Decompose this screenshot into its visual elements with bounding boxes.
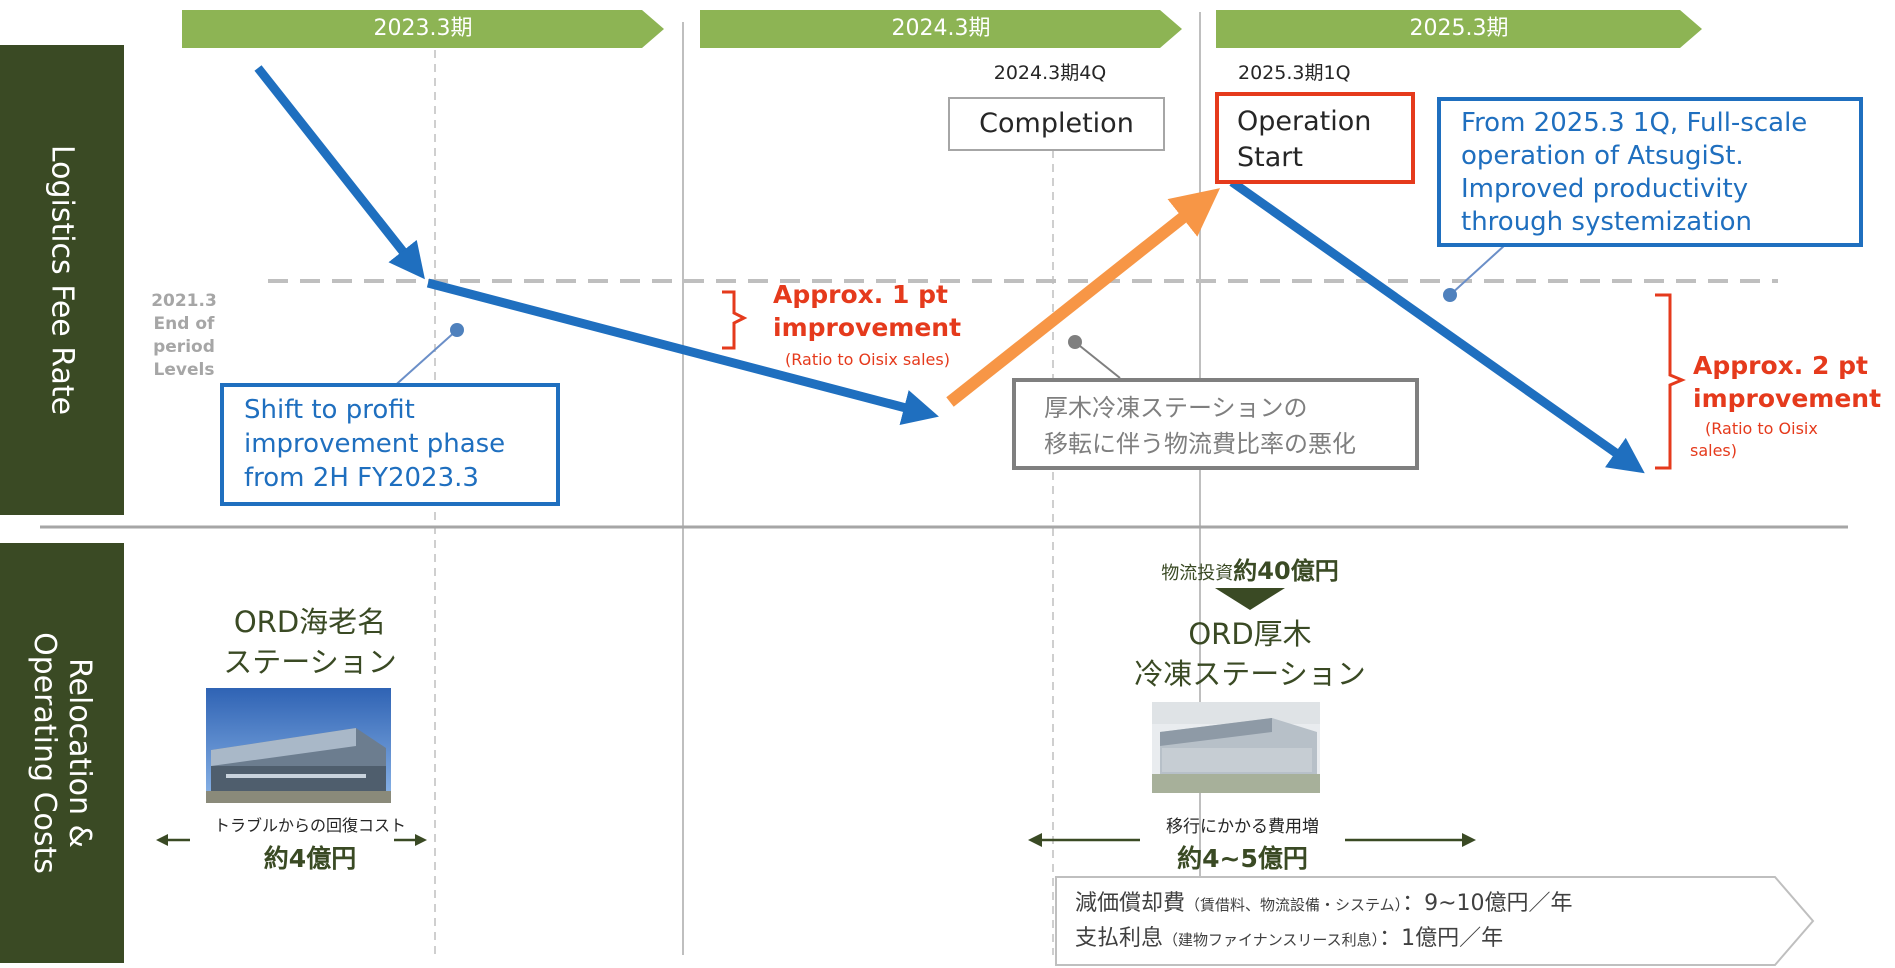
transition-cost-amount: 約4~5億円 xyxy=(1177,844,1308,873)
ebina-line1: ORD海老名 xyxy=(233,605,387,639)
deterioration-line-2: 移転に伴う物流費比率の悪化 xyxy=(1044,430,1356,458)
baseline-line-2: End of xyxy=(153,314,215,334)
depreciation-row: 減価償却費（賃借料、物流設備・システム）：9~10億円／年 xyxy=(1075,887,1573,922)
profit-line-1: Shift to profit xyxy=(244,395,415,425)
profit-line-2: improvement phase xyxy=(244,429,506,459)
sidebar-bottom-line1: Relocation & xyxy=(62,658,97,848)
period-chevron-2025 xyxy=(1216,10,1702,48)
baseline-line-3: period xyxy=(153,337,215,357)
improvement-2-note: (Ratio to Oisix sales) xyxy=(1690,418,1818,462)
transition-cost-label: 移行にかかる費用増 xyxy=(1166,817,1319,837)
fullscale-line-2: operation of AtsugiSt. xyxy=(1461,141,1744,171)
cost-arrow-ebina-left-head xyxy=(156,834,168,846)
period-chevron-2023 xyxy=(182,10,664,48)
cost-arrow-atsugi-left-head xyxy=(1028,833,1042,847)
improvement-2-line2: improvement xyxy=(1693,384,1882,413)
pointer-dot-profit xyxy=(450,323,464,337)
atsugi-line2: 冷凍ステーション xyxy=(1134,657,1366,691)
ebina-station-photo xyxy=(206,688,391,803)
improvement-1-label: Approx. 1 pt improvement xyxy=(773,278,961,344)
investment-amount: 約40億円 xyxy=(1233,557,1339,585)
baseline-line-4: Levels xyxy=(153,360,215,380)
brace-improvement-2 xyxy=(1655,293,1686,470)
recovery-cost-amount: 約4億円 xyxy=(263,844,357,873)
profit-line-3: from 2H FY2023.3 xyxy=(244,463,479,493)
trend-arrow-improve-2 xyxy=(1229,178,1645,474)
pointer-dot-deterioration xyxy=(1068,335,1082,349)
cost-arrow-ebina-right-head xyxy=(415,834,427,846)
atsugi-line1: ORD厚木 xyxy=(1188,617,1312,651)
interest-main: 支払利息 xyxy=(1075,926,1164,951)
ebina-line2: ステーション xyxy=(223,645,397,679)
improvement-2-note-line2: sales) xyxy=(1690,441,1738,460)
profit-improvement-callout: Shift to profit improvement phase from 2… xyxy=(220,383,560,506)
pointer-line-deterioration xyxy=(1074,341,1121,379)
improvement-2-label: Approx. 2 pt improvement xyxy=(1693,349,1881,415)
brace-improvement-1 xyxy=(722,290,748,350)
period-label-2024: 2024.3期 xyxy=(891,16,991,41)
operation-line2: Start xyxy=(1237,142,1303,173)
interest-row: 支払利息（建物ファイナンスリース利息）：1億円／年 xyxy=(1075,922,1573,957)
period-label-2023: 2023.3期 xyxy=(373,16,473,41)
atsugi-station-photo xyxy=(1152,702,1320,793)
improvement-2-note-line1: (Ratio to Oisix xyxy=(1705,419,1818,438)
improvement-2-line1: Approx. 2 pt xyxy=(1693,351,1868,380)
pointer-line-profit xyxy=(389,329,458,391)
depreciation-value: ：9~10億円／年 xyxy=(1402,891,1573,916)
depreciation-main: 減価償却費 xyxy=(1075,891,1186,916)
sidebar-bottom-label: Relocation & Operating Costs xyxy=(27,593,97,913)
interest-note: （建物ファイナンスリース利息） xyxy=(1163,931,1380,949)
operation-start-box: Operation Start xyxy=(1215,92,1415,184)
depreciation-note: （賃借料、物流設備・システム） xyxy=(1185,896,1403,914)
completion-box: Completion xyxy=(948,97,1165,151)
pointer-dot-fullscale xyxy=(1443,288,1457,302)
pointer-line-fullscale xyxy=(1449,244,1506,296)
recovery-cost-label: トラブルからの回復コスト xyxy=(213,816,406,835)
period-chevron-2024 xyxy=(700,10,1182,48)
completion-period-label: 2024.3期4Q xyxy=(993,62,1107,84)
period-label-2025: 2025.3期 xyxy=(1409,16,1509,41)
ebina-station-title: ORD海老名 ステーション xyxy=(190,602,430,682)
sidebar-relocation-costs: Relocation & Operating Costs xyxy=(0,543,124,963)
sidebar-bottom-line2: Operating Costs xyxy=(27,632,62,874)
sidebar-logistics-fee-rate: Logistics Fee Rate xyxy=(0,45,124,515)
atsugi-station-title: ORD厚木 冷凍ステーション xyxy=(1100,614,1400,694)
baseline-label: 2021.3 End of period Levels xyxy=(140,290,228,382)
sidebar-top-label: Logistics Fee Rate xyxy=(44,144,80,416)
deterioration-callout: 厚木冷凍ステーションの 移転に伴う物流費比率の悪化 xyxy=(1012,378,1419,470)
investment-label: 物流投資約40億円 xyxy=(1100,551,1400,586)
interest-value: ：1億円／年 xyxy=(1379,926,1504,951)
investment-down-arrow xyxy=(1215,588,1285,610)
fullscale-line-4: through systemization xyxy=(1461,207,1753,237)
cost-detail-chevron xyxy=(1055,876,1815,966)
trend-arrow-decline xyxy=(254,65,425,280)
fullscale-operation-callout: From 2025.3 1Q, Full-scale operation of … xyxy=(1437,97,1863,247)
improvement-1-note: (Ratio to Oisix sales) xyxy=(785,350,950,369)
trend-arrow-improve-1 xyxy=(426,278,939,425)
baseline-line-1: 2021.3 xyxy=(151,291,217,311)
fullscale-line-3: Improved productivity xyxy=(1461,174,1749,204)
improvement-1-line2: improvement xyxy=(773,313,962,342)
deterioration-line-1: 厚木冷凍ステーションの xyxy=(1044,394,1308,422)
cost-arrow-atsugi-right-head xyxy=(1462,833,1476,847)
operation-period-label: 2025.3期1Q xyxy=(1238,62,1351,84)
operation-line1: Operation xyxy=(1237,106,1372,137)
fullscale-line-1: From 2025.3 1Q, Full-scale xyxy=(1461,108,1808,138)
cost-detail-text: 減価償却費（賃借料、物流設備・システム）：9~10億円／年 支払利息（建物ファイ… xyxy=(1075,887,1573,957)
investment-prefix: 物流投資 xyxy=(1161,563,1234,584)
trend-arrow-worsen xyxy=(946,188,1221,407)
improvement-1-line1: Approx. 1 pt xyxy=(773,280,948,309)
